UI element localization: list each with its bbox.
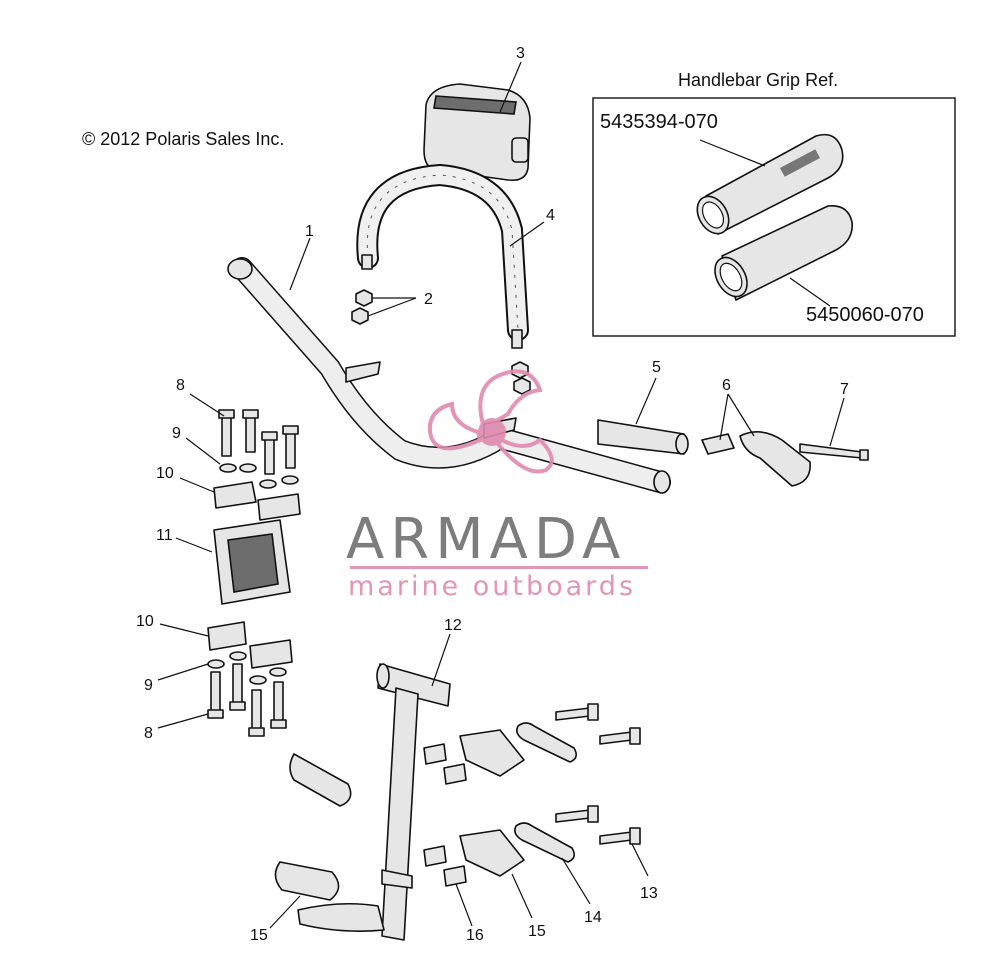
bracket-bolts — [555, 703, 641, 845]
grip-ref-frame — [592, 97, 956, 337]
grip-1-leader — [699, 139, 766, 167]
bushings — [423, 743, 467, 887]
nuts — [351, 289, 531, 395]
callout-10-lower: 10 — [136, 613, 154, 630]
callout-2: 2 — [424, 291, 433, 308]
callout-labels: 3 2 4 1 5 6 7 8 9 10 11 10 9 8 12 13 14 … — [136, 45, 849, 944]
callout-9-lower: 9 — [144, 677, 153, 694]
callout-7: 7 — [840, 381, 849, 398]
bracket-lower-right — [459, 829, 525, 877]
armada-watermark: ARMADA marine outboards — [346, 369, 648, 602]
callout-8-upper: 8 — [176, 377, 185, 394]
grip-reference-panel: Handlebar Grip Ref. 5435394-070 5450060-… — [592, 70, 956, 337]
callout-leaders — [157, 61, 845, 929]
upper-washers — [219, 463, 299, 489]
bracket-upper-left — [289, 753, 352, 807]
steering-column — [297, 663, 451, 941]
copyright-text: © 2012 Polaris Sales Inc. — [82, 129, 284, 149]
bracket-upper-right — [459, 729, 525, 777]
upper-bolt-set — [218, 409, 299, 475]
grip-ref-title: Handlebar Grip Ref. — [678, 70, 838, 90]
watermark-divider — [350, 566, 648, 569]
callout-8-lower: 8 — [144, 725, 153, 742]
riser-block — [213, 519, 291, 605]
watermark-tagline: marine outboards — [348, 571, 636, 602]
grab-hoop — [356, 163, 529, 349]
callout-10-upper: 10 — [156, 465, 174, 482]
callout-15-right: 15 — [528, 923, 546, 940]
grip-tube — [597, 419, 689, 455]
lower-bolt-set — [207, 663, 287, 737]
callout-1: 1 — [305, 223, 314, 240]
upper-clamps — [213, 481, 301, 521]
lower-washers — [207, 651, 287, 685]
callout-5: 5 — [652, 359, 661, 376]
callout-15-left: 15 — [250, 927, 268, 944]
callout-13: 13 — [640, 885, 658, 902]
bracket-lower-left — [274, 861, 340, 901]
callout-3: 3 — [516, 45, 525, 62]
part-number-grip-2: 5450060-070 — [806, 304, 924, 326]
grip-lower — [714, 205, 853, 301]
callout-4: 4 — [546, 207, 555, 224]
callout-16: 16 — [466, 927, 484, 944]
callout-6: 6 — [722, 377, 731, 394]
throttle-assembly — [701, 431, 811, 487]
callout-11: 11 — [156, 527, 173, 544]
long-bolt — [799, 443, 869, 461]
handlebar-pad — [423, 83, 531, 182]
callout-12: 12 — [444, 617, 462, 634]
part-number-grip-1: 5435394-070 — [600, 111, 718, 133]
plates — [514, 722, 578, 863]
callout-9-upper: 9 — [172, 425, 181, 442]
grip-2-leader — [789, 277, 831, 307]
propeller-logo-icon — [427, 369, 554, 474]
watermark-brand: ARMADA — [346, 507, 626, 572]
lower-clamps — [207, 621, 293, 669]
grip-upper — [696, 133, 844, 235]
callout-14: 14 — [584, 909, 602, 926]
